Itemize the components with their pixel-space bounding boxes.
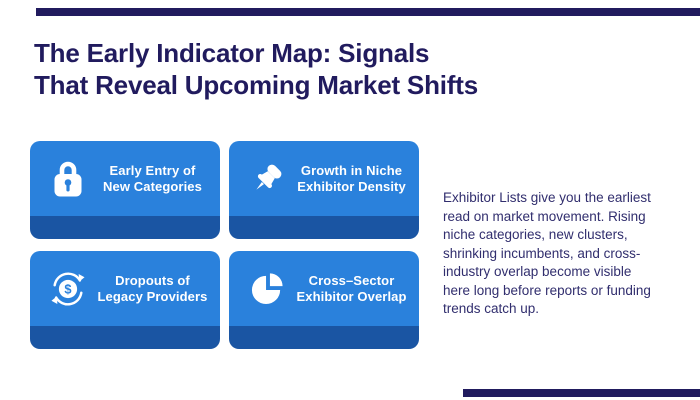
dollar-cycle-icon: $ [49,270,87,308]
card-strip [229,326,419,349]
card-label: Dropouts of Legacy Providers [97,272,208,304]
card-early-entry: Early Entry of New Categories [30,141,220,239]
card-label: Growth in Niche Exhibitor Density [297,162,406,194]
lock-icon [49,160,87,197]
dollar-glyph: $ [64,281,71,296]
description-text: Exhibitor Lists give you the earliest re… [443,190,651,316]
card-label: Cross–Sector Exhibitor Overlap [296,272,407,304]
top-accent-bar [36,8,700,16]
pushpin-icon [248,161,286,197]
card-strip [30,326,220,349]
pie-chart-icon [248,271,286,306]
card-cross-sector: Cross–Sector Exhibitor Overlap [229,251,419,349]
card-dropouts: $ Dropouts of Legacy Providers [30,251,220,349]
card-body: $ Dropouts of Legacy Providers [30,251,220,326]
card-body: Growth in Niche Exhibitor Density [229,141,419,216]
card-label: Early Entry of New Categories [103,162,202,194]
page-title: The Early Indicator Map: Signals That Re… [34,38,478,100]
card-strip [229,216,419,239]
card-body: Early Entry of New Categories [30,141,220,216]
card-strip [30,216,220,239]
card-body: Cross–Sector Exhibitor Overlap [229,251,419,326]
bottom-accent-bar [463,389,700,397]
card-niche-density: Growth in Niche Exhibitor Density [229,141,419,239]
